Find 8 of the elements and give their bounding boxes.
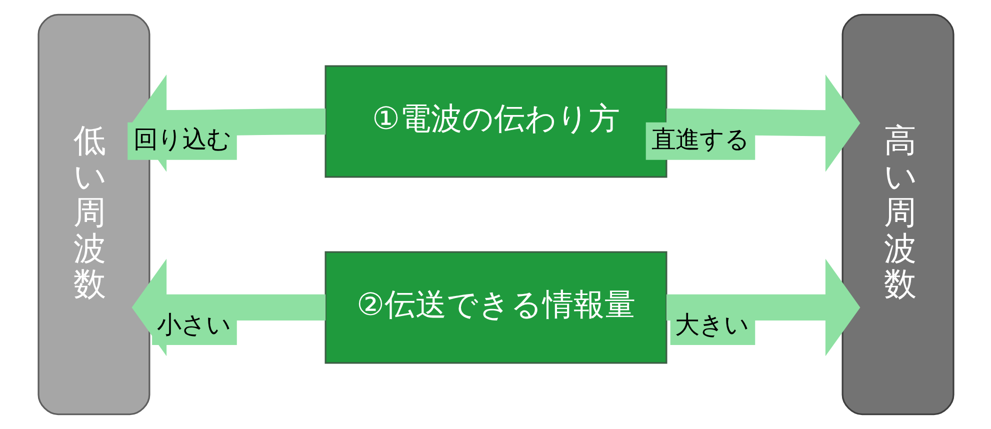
arrow (131, 258, 326, 356)
arrow (131, 74, 326, 172)
node-box: 高い周波数 (841, 14, 954, 416)
edge-label: 大きい (674, 310, 749, 339)
edge-label: 小さい (156, 310, 230, 339)
arrow (666, 258, 860, 356)
node-box: ②伝送できる情報量 (324, 251, 667, 364)
arrow (666, 74, 860, 172)
